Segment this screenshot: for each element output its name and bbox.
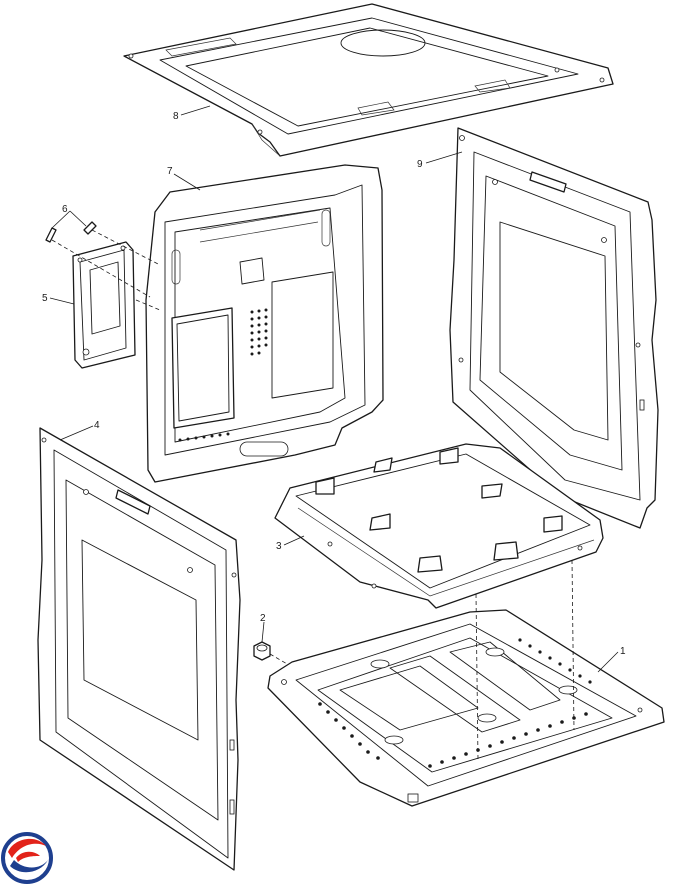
part-8-top-panel bbox=[123, 3, 614, 157]
callout-2: 2 bbox=[260, 613, 266, 624]
callout-5: 5 bbox=[42, 293, 48, 304]
logo-red-swoosh bbox=[8, 838, 46, 858]
logo-blue-swoosh bbox=[10, 860, 48, 873]
part-3-floor-plate bbox=[274, 443, 604, 609]
callout-leaders bbox=[49, 105, 619, 673]
alignment-lines bbox=[135, 299, 575, 761]
callout-4: 4 bbox=[94, 420, 100, 431]
callout-8: 8 bbox=[173, 111, 179, 122]
callout-1: 1 bbox=[620, 646, 626, 657]
part-6-screws bbox=[45, 221, 161, 298]
part-4-left-side-panel bbox=[37, 427, 241, 871]
brand-logo bbox=[1, 832, 53, 884]
part-9-right-side-panel bbox=[449, 127, 659, 529]
part-7-back-panel bbox=[145, 164, 384, 483]
part-5-fan-cover-frame bbox=[72, 241, 136, 369]
callout-9: 9 bbox=[417, 159, 423, 170]
callout-6: 6 bbox=[62, 204, 68, 215]
callout-7: 7 bbox=[167, 166, 173, 177]
part-1-base-tray bbox=[267, 609, 665, 807]
callout-3: 3 bbox=[276, 541, 282, 552]
callout-labels: 1 2 3 4 5 6 7 8 9 bbox=[42, 111, 626, 657]
